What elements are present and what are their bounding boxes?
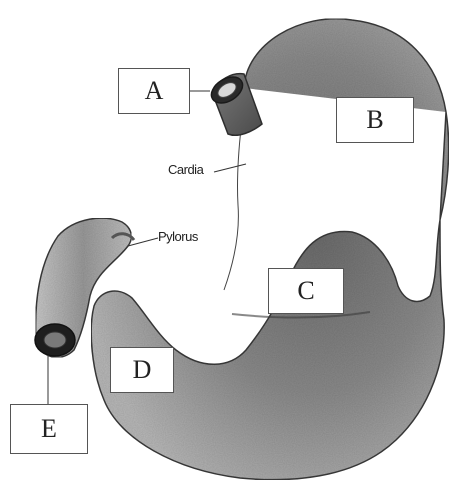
cardia-callout: Cardia	[168, 162, 203, 177]
label-a: A	[118, 68, 190, 114]
label-b: B	[336, 97, 414, 143]
label-d: D	[110, 347, 174, 393]
pylorus-callout: Pylorus	[158, 229, 198, 244]
duodenum-lumen	[44, 332, 66, 348]
label-e: E	[10, 404, 88, 454]
leader-line-cardia	[214, 164, 246, 172]
label-c: C	[268, 268, 344, 314]
